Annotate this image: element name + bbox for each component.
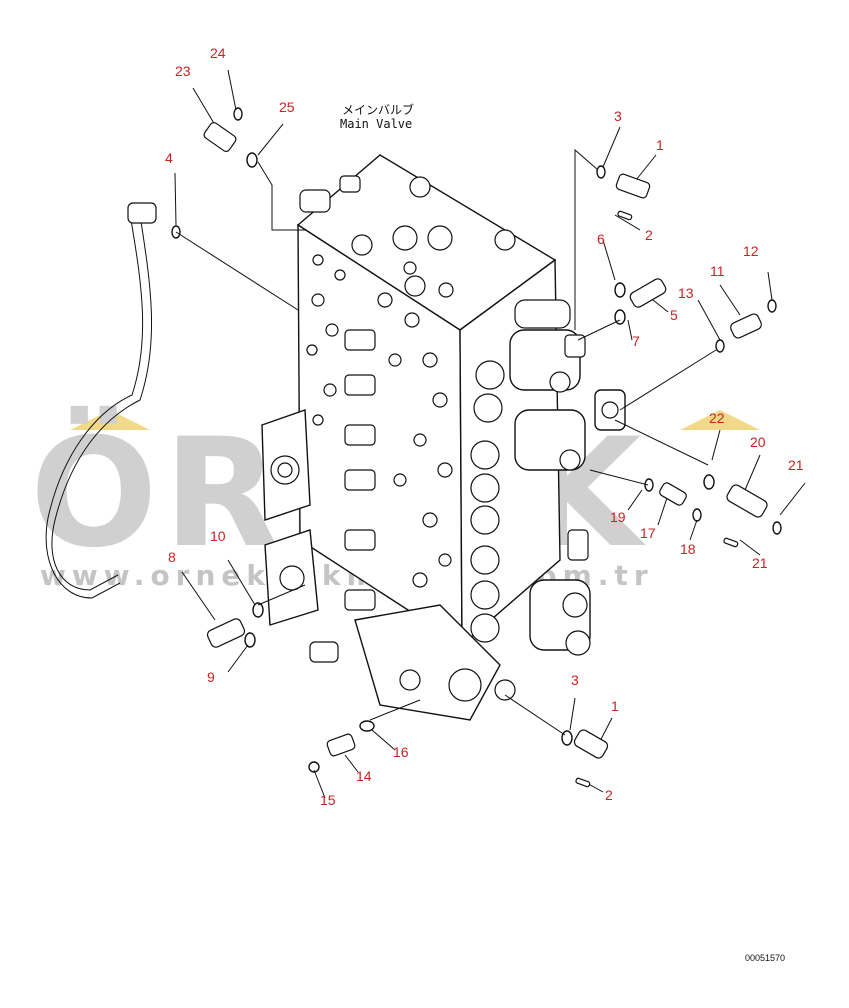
callout-9: 9: [207, 669, 215, 685]
callout-8: 8: [168, 549, 176, 565]
callout-20: 20: [750, 434, 766, 450]
callout-7: 7: [632, 333, 640, 349]
callout-25: 25: [279, 99, 295, 115]
callout-10: 10: [210, 528, 226, 544]
solenoid-stack: [509, 299, 626, 656]
caption-en: Main Valve: [340, 117, 412, 131]
callout-3-bottom: 3: [571, 672, 579, 688]
watermark-accent-right: [680, 410, 760, 430]
callout-16: 16: [393, 744, 409, 760]
callout-11: 11: [710, 263, 725, 279]
callout-18: 18: [680, 541, 696, 557]
callout-3-top: 3: [614, 108, 622, 124]
fittings: [203, 121, 768, 788]
hose-line-inner: [45, 219, 144, 599]
callout-24: 24: [210, 45, 226, 61]
top-plugs: [351, 176, 516, 298]
callout-22: 22: [709, 410, 725, 426]
caption-jp: メインバルブ: [342, 102, 414, 117]
callouts: 24 23 25 4 3 1 2 6 5 7 13 11 12 22 20 21…: [165, 45, 804, 808]
callout-5: 5: [670, 307, 678, 323]
hose-fitting: [127, 202, 157, 224]
document-number: 00051570: [745, 953, 785, 963]
callout-21-bottom: 21: [752, 555, 768, 571]
callout-23: 23: [175, 63, 191, 79]
callout-2-top: 2: [645, 227, 653, 243]
leader-lines: [174, 69, 806, 799]
callout-2-bottom: 2: [605, 787, 613, 803]
callout-15: 15: [320, 792, 336, 808]
callout-1-bottom: 1: [611, 698, 619, 714]
callout-12: 12: [743, 243, 759, 259]
callout-1-top: 1: [656, 137, 664, 153]
callout-21-top: 21: [788, 457, 804, 473]
main-valve-assembly: [261, 154, 626, 721]
o-rings: [171, 107, 782, 773]
callout-13: 13: [678, 285, 694, 301]
right-face-spools: [470, 360, 505, 643]
diagram-caption: メインバルブ Main Valve: [340, 102, 414, 131]
callout-6: 6: [597, 231, 605, 247]
callout-19: 19: [610, 509, 626, 525]
callout-4: 4: [165, 150, 173, 166]
left-face-ports: [306, 254, 453, 588]
callout-14: 14: [356, 768, 372, 784]
hose-line: [51, 214, 153, 591]
callout-17: 17: [640, 525, 656, 541]
center-fittings: [344, 329, 376, 611]
